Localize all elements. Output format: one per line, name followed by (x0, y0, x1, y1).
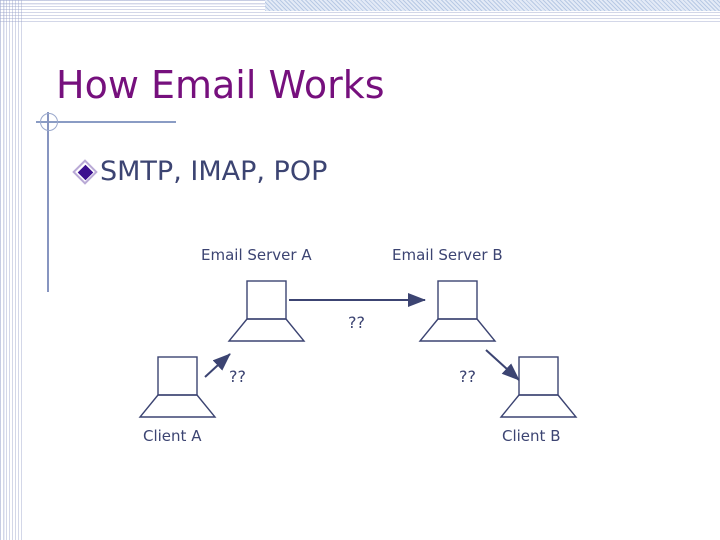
arrow-client-a-to-server-a (204, 353, 231, 378)
edge-label-server-b-to-client-b: ?? (459, 367, 476, 386)
computer-icon-server-a (227, 280, 306, 342)
title-underline-rule (36, 121, 176, 123)
node-label-client-b: Client B (502, 427, 561, 445)
computer-icon-client-a (138, 356, 217, 418)
top-decorative-band (265, 0, 720, 11)
edge-label-server-to-server: ?? (348, 313, 365, 332)
bullet-item-smtp: SMTP, IMAP, POP (72, 156, 328, 187)
arrow-server-b-to-client-b (485, 349, 520, 381)
rule-circle-marker-icon (40, 113, 58, 131)
computer-icon-server-b (418, 280, 497, 342)
page-title: How Email Works (56, 63, 385, 107)
diamond-bullet-icon (72, 159, 98, 185)
node-label-client-a: Client A (143, 427, 202, 445)
edge-label-client-a-to-server-a: ?? (229, 367, 246, 386)
left-vertical-rule (47, 112, 49, 292)
bullet-item-label: SMTP, IMAP, POP (100, 156, 328, 187)
node-label-server-a: Email Server A (201, 246, 312, 264)
computer-icon-client-b (499, 356, 578, 418)
node-label-server-b: Email Server B (392, 246, 503, 264)
